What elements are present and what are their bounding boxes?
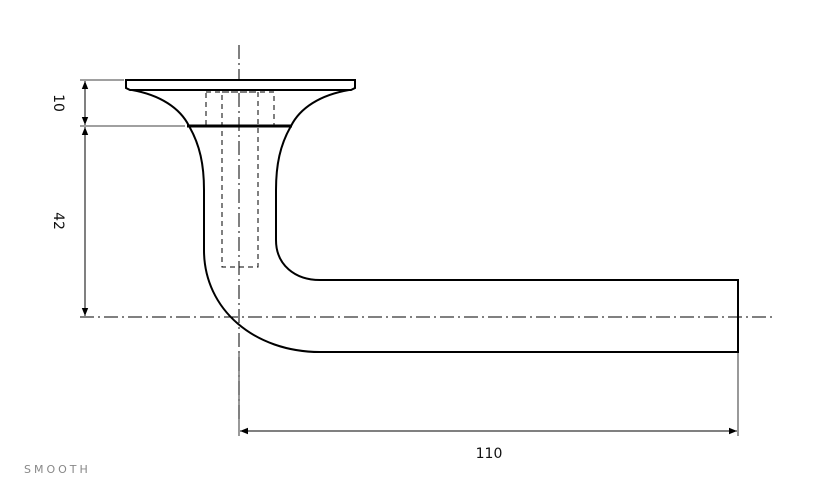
dimension-label-42: 42 (50, 212, 66, 230)
dimension-label-10: 10 (50, 94, 66, 112)
hidden-spindle-outer (205, 91, 275, 127)
handle-outline (188, 125, 739, 353)
rosette-curve-left (131, 89, 190, 127)
brand-label: SMOOTH (24, 463, 91, 476)
rosette-curve-right (290, 89, 350, 127)
rosette-plate (125, 79, 356, 91)
hidden-spindle-inner (221, 91, 259, 268)
dimension-label-110: 110 (476, 446, 503, 462)
